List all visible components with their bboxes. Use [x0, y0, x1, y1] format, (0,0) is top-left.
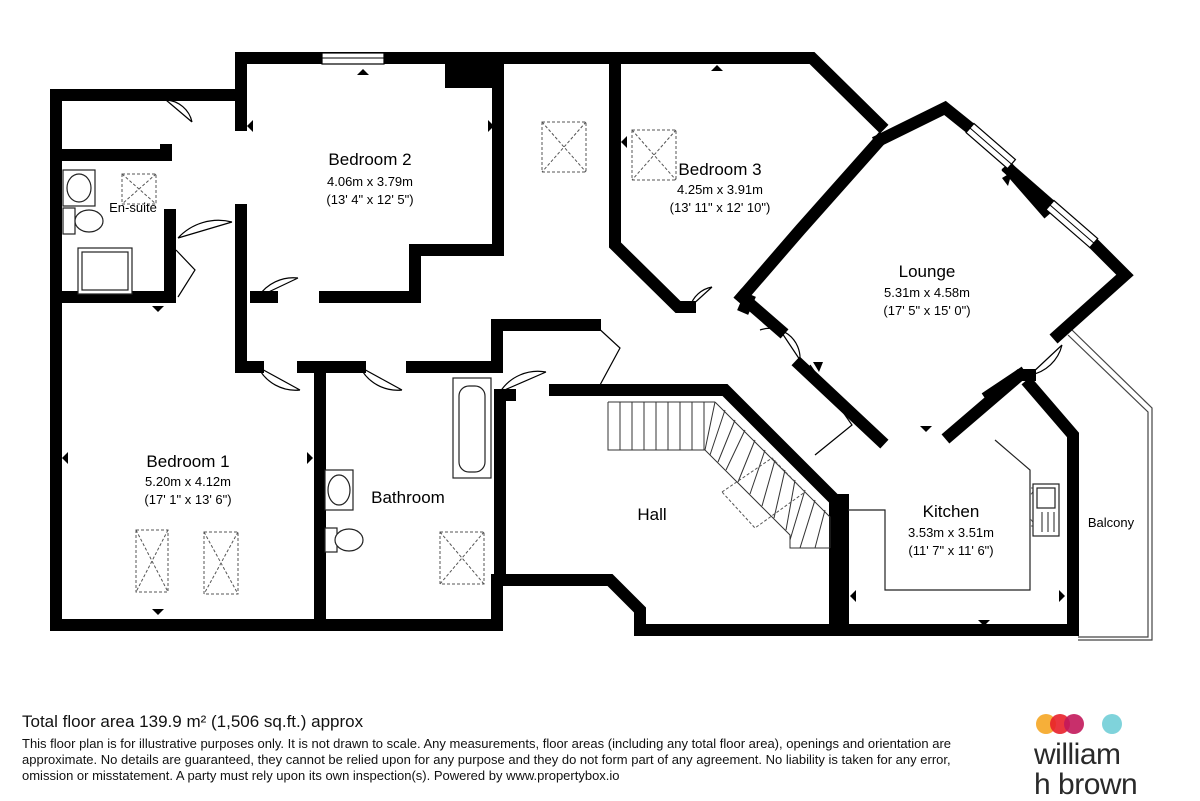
room-label-hall: Hall [637, 505, 666, 524]
logo-dots [1036, 714, 1136, 738]
room-dimensions-imperial: (11' 7" x 11' 6") [908, 543, 993, 558]
balcony-outline [1067, 329, 1153, 641]
room-dimensions-metric: 5.20m x 4.12m [145, 474, 231, 489]
room-dimensions-metric: 3.53m x 3.51m [908, 525, 994, 540]
room-name: Kitchen [923, 502, 980, 521]
room-label-lounge: Lounge 5.31m x 4.58m (17' 5" x 15' 0") [883, 262, 970, 318]
room-name: En-suite [109, 200, 157, 215]
room-label-bedroom3: Bedroom 3 4.25m x 3.91m (13' 11" x 12' 1… [670, 160, 771, 215]
floor-plan: Bedroom 2 4.06m x 3.79m (13' 4" x 12' 5"… [50, 52, 1153, 641]
room-dimensions-metric: 4.06m x 3.79m [327, 174, 413, 189]
room-label-kitchen: Kitchen 3.53m x 3.51m (11' 7" x 11' 6") [908, 502, 994, 558]
disclaimer-text: This floor plan is for illustrative purp… [22, 736, 952, 783]
room-label-balcony: Balcony [1088, 515, 1135, 530]
footer: Total floor area 139.9 m² (1,506 sq.ft.)… [22, 712, 982, 784]
total-floor-area: Total floor area 139.9 m² (1,506 sq.ft.)… [22, 712, 364, 731]
room-label-bedroom1: Bedroom 1 5.20m x 4.12m (17' 1" x 13' 6"… [144, 452, 231, 507]
room-dimensions-imperial: (17' 1" x 13' 6") [144, 492, 231, 507]
logo-text-line2: h brown [1034, 768, 1138, 801]
room-dimensions-metric: 4.25m x 3.91m [677, 182, 763, 197]
skylights [121, 121, 1037, 595]
room-name: Balcony [1088, 515, 1135, 530]
measurement-markers [62, 65, 1065, 626]
doors [165, 99, 1063, 456]
room-name: Bathroom [371, 488, 445, 507]
room-name: Bedroom 2 [328, 150, 411, 169]
room-label-ensuite: En-suite [109, 200, 157, 215]
room-dimensions-imperial: (13' 4" x 12' 5") [326, 192, 413, 207]
room-dimensions-metric: 5.31m x 4.58m [884, 285, 970, 300]
staircase [607, 401, 831, 549]
walls [50, 52, 1134, 636]
room-name: Hall [637, 505, 666, 524]
brand-logo: william h brown [1032, 712, 1192, 800]
room-dimensions-imperial: (13' 11" x 12' 10") [670, 200, 771, 215]
room-name: Lounge [899, 262, 956, 281]
room-dimensions-imperial: (17' 5" x 15' 0") [883, 303, 970, 318]
logo-dot [1064, 714, 1084, 734]
windows [321, 52, 1099, 249]
room-name: Bedroom 3 [678, 160, 761, 179]
room-label-bedroom2: Bedroom 2 4.06m x 3.79m (13' 4" x 12' 5"… [326, 150, 413, 207]
logo-text-line1: william [1034, 738, 1121, 771]
room-name: Bedroom 1 [146, 452, 229, 471]
logo-dot [1102, 714, 1122, 734]
fixtures [62, 169, 1060, 591]
room-label-bathroom: Bathroom [371, 488, 445, 507]
